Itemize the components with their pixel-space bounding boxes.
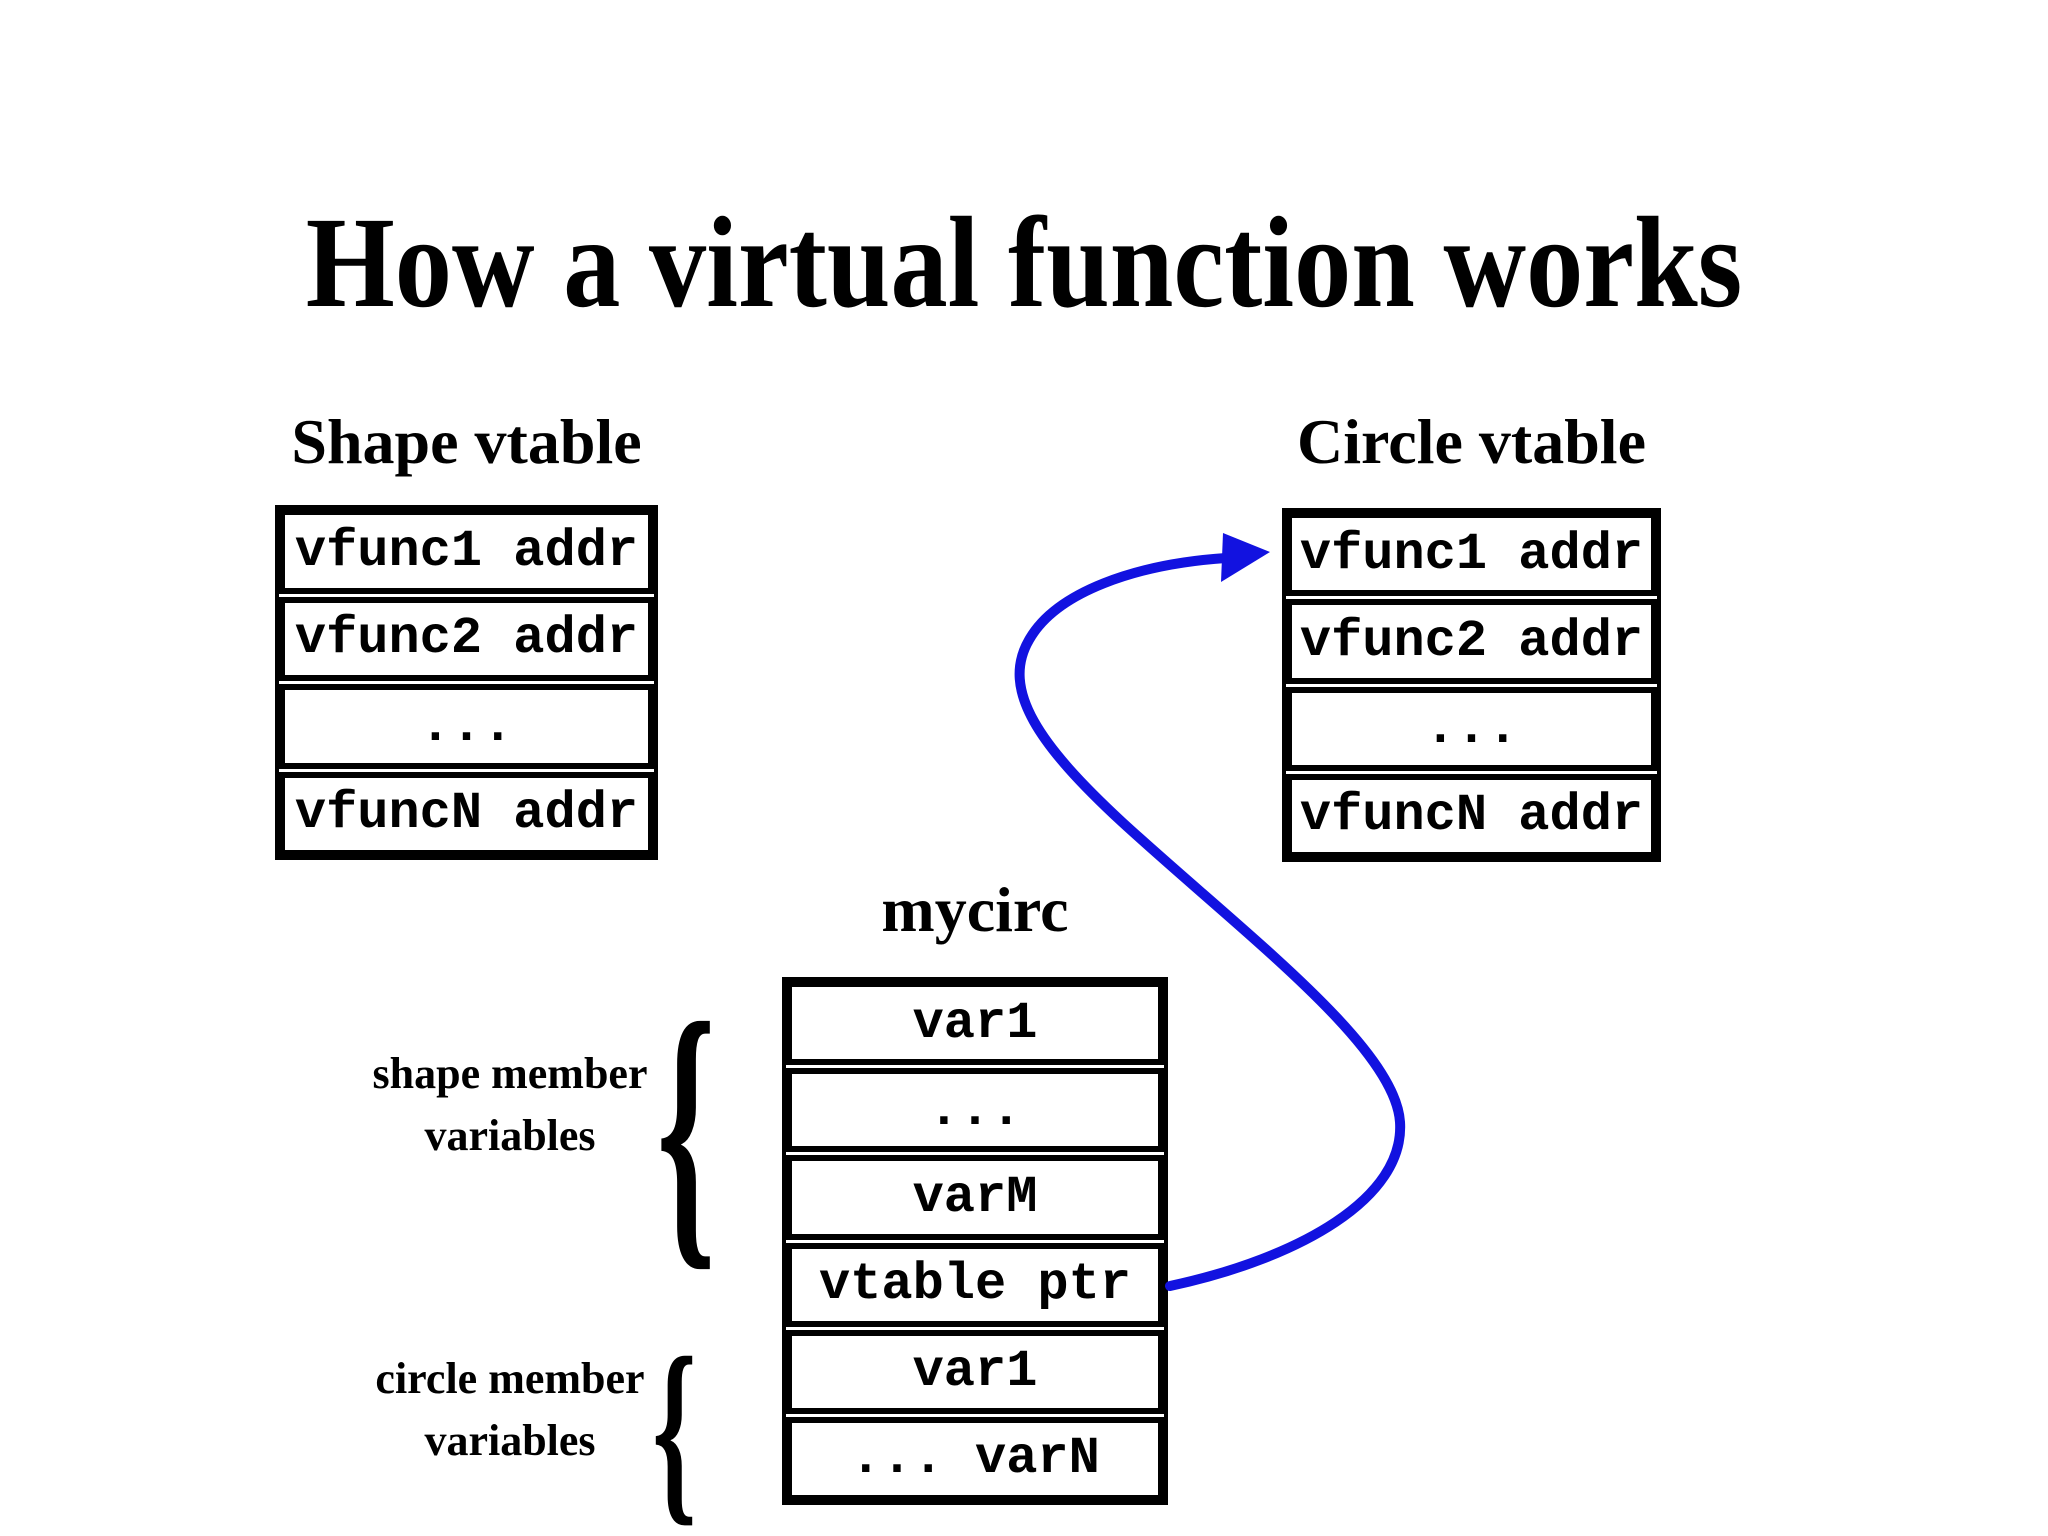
shape-member-variables-line1: shape member xyxy=(372,1049,648,1098)
shape-vtable: vfunc1 addr vfunc2 addr ... vfuncN addr xyxy=(275,505,658,860)
row-shape-vfunc2-addr: vfunc2 addr xyxy=(279,596,654,681)
row-mycirc-var1-circle: var1 xyxy=(786,1329,1164,1414)
row-circle-ellipsis: ... xyxy=(1286,686,1657,771)
circle-member-variables-line1: circle member xyxy=(375,1354,645,1403)
row-shape-vfunc1-addr: vfunc1 addr xyxy=(279,509,654,594)
row-circle-vfunc1-addr: vfunc1 addr xyxy=(1286,512,1657,597)
row-circle-vfunc2-addr: vfunc2 addr xyxy=(1286,599,1657,684)
shape-members-brace: { xyxy=(656,962,716,1294)
shape-vtable-heading: Shape vtable xyxy=(291,406,642,477)
arrow-head xyxy=(1221,533,1270,582)
slide-title: How a virtual function works xyxy=(305,191,1743,335)
row-mycirc-ellipsis-shape: ... xyxy=(786,1068,1164,1153)
circle-member-variables-line2: variables xyxy=(424,1416,596,1465)
row-shape-vfuncN-addr: vfuncN addr xyxy=(279,771,654,856)
row-mycirc-varM: varM xyxy=(786,1155,1164,1240)
circle-members-brace: { xyxy=(651,1316,697,1536)
row-shape-ellipsis: ... xyxy=(279,684,654,769)
shape-member-variables-label: shape member variables xyxy=(340,1043,680,1167)
mycirc-object: var1 ... varM vtable ptr var1 ... varN xyxy=(782,977,1168,1505)
mycirc-heading: mycirc xyxy=(881,874,1069,945)
row-mycirc-ellipsis-varN: ... varN xyxy=(786,1416,1164,1502)
row-mycirc-vtable-ptr: vtable ptr xyxy=(786,1242,1164,1327)
circle-member-variables-label: circle member variables xyxy=(340,1348,680,1472)
row-circle-vfuncN-addr: vfuncN addr xyxy=(1286,773,1657,858)
circle-vtable: vfunc1 addr vfunc2 addr ... vfuncN addr xyxy=(1282,508,1661,862)
row-mycirc-var1-shape: var1 xyxy=(786,981,1164,1066)
circle-vtable-heading: Circle vtable xyxy=(1297,406,1646,477)
shape-member-variables-line2: variables xyxy=(424,1111,596,1160)
